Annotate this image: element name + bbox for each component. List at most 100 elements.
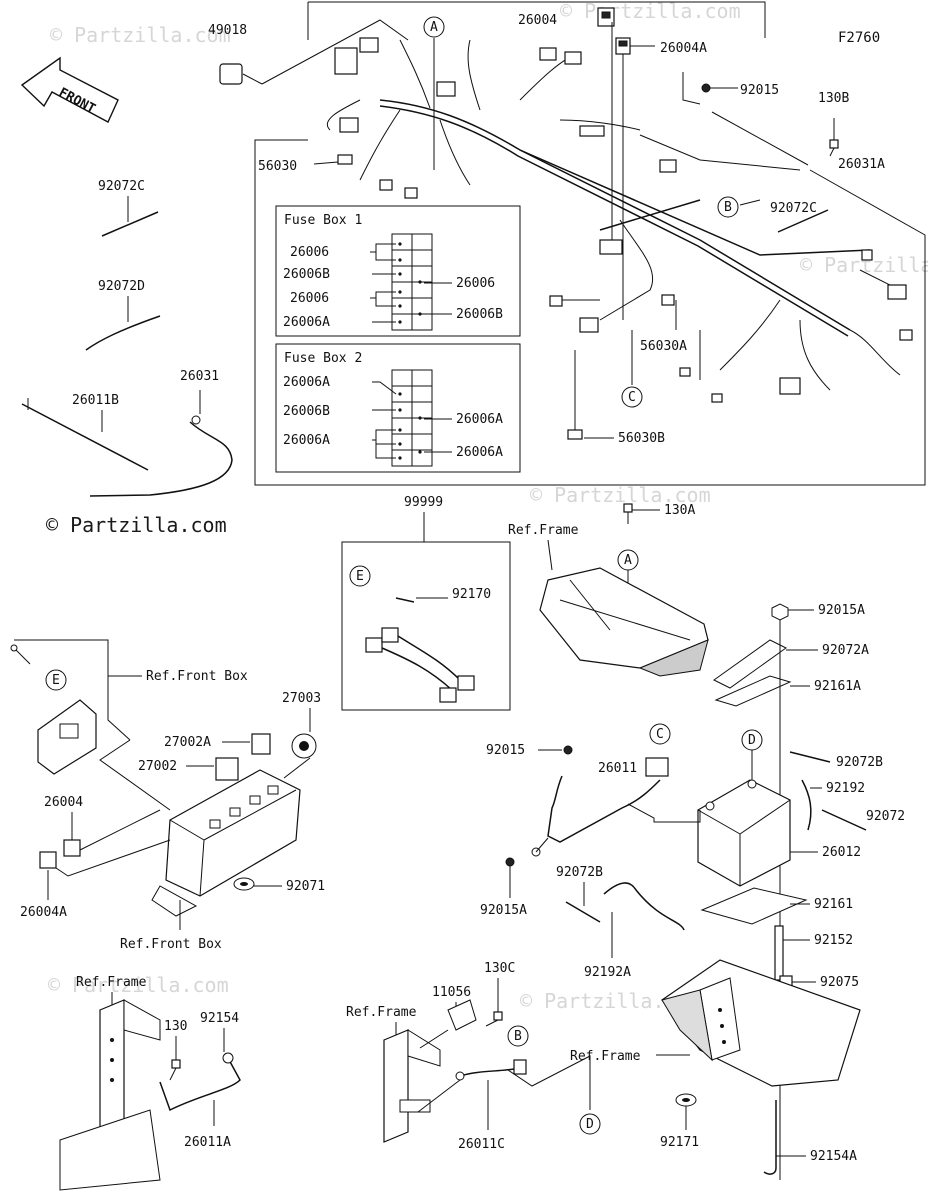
fuse-26004-icon	[63, 839, 81, 857]
pad-92161A-icon	[714, 675, 792, 707]
nut-92015A-icon	[505, 857, 515, 867]
label-26011C: 26011C	[458, 1137, 505, 1152]
label-92072D: 92072D	[98, 279, 145, 294]
callout-e: E	[349, 565, 371, 587]
bracket-11056-icon	[447, 999, 477, 1031]
nut-92015-icon	[701, 83, 711, 93]
grommet-92071-icon	[233, 877, 255, 891]
bolt-130A-icon	[623, 503, 633, 524]
svg-text:C: C	[656, 727, 664, 742]
label-92154: 92154	[200, 1011, 239, 1026]
fuse-box-2-left-2: 26006B	[283, 404, 330, 419]
kit-99999-box	[341, 541, 511, 711]
label-ref-frame-4: Ref.Frame	[570, 1049, 641, 1064]
label-26004A: 26004A	[660, 41, 707, 56]
label-26031A: 26031A	[838, 157, 885, 172]
cable-26011A-icon	[159, 1052, 241, 1112]
callout-d: D	[741, 729, 763, 751]
label-92072B-middle: 92072B	[556, 865, 603, 880]
label-27002: 27002	[138, 759, 177, 774]
label-26004: 26004	[518, 13, 557, 28]
label-26011A: 26011A	[184, 1135, 231, 1150]
label-92152: 92152	[814, 933, 853, 948]
sticker-56030B-icon	[567, 429, 583, 440]
svg-text:B: B	[724, 200, 732, 215]
harness-border	[308, 1, 766, 38]
cable-26011C-icon	[455, 1059, 527, 1081]
strap-92072-icon	[821, 809, 867, 831]
clamp-92072C-icon	[777, 209, 829, 233]
label-92015-middle: 92015	[486, 743, 525, 758]
label-26011: 26011	[598, 761, 637, 776]
cover-92192A-icon	[603, 882, 685, 931]
callout-e-front: E	[45, 669, 67, 691]
diagram-code: F2760	[838, 30, 880, 46]
frame-post-icon	[59, 999, 161, 1191]
frame-bracket-icon	[539, 567, 709, 677]
label-92072C: 92072C	[98, 179, 145, 194]
fuse-box-1-right-1: 26006	[456, 276, 495, 291]
fuse-box-1-right-2: 26006B	[456, 307, 503, 322]
fuse-box-2: Fuse Box 2 26006A 26006B 26006A 26006A 2…	[275, 343, 521, 473]
relay-27002-icon	[215, 757, 239, 781]
cable-26011B-icon	[21, 398, 149, 471]
callout-c: C	[621, 386, 643, 408]
bolt-130C-icon	[485, 1011, 503, 1027]
fuse-26004A-icon	[615, 37, 631, 55]
label-92192A: 92192A	[584, 965, 631, 980]
fuse-box-1-left-3: 26006	[290, 291, 329, 306]
label-92015A-right: 92015A	[818, 603, 865, 618]
label-92072: 92072	[866, 809, 905, 824]
bolt-icon	[10, 644, 31, 665]
clamp-92072B-icon	[565, 901, 601, 923]
bolt-130B-icon	[829, 139, 839, 157]
clamp-92072B-icon	[789, 751, 831, 763]
nut-92015-icon	[563, 745, 573, 755]
label-56030: 56030	[258, 159, 297, 174]
label-92015A-middle: 92015A	[480, 903, 527, 918]
label-56030B: 56030B	[618, 431, 665, 446]
fuse-box-2-left-1: 26006A	[283, 375, 330, 390]
svg-text:D: D	[586, 1117, 594, 1132]
label-92171: 92171	[660, 1135, 699, 1150]
label-92161: 92161	[814, 897, 853, 912]
fuse-26004A-icon	[39, 851, 57, 869]
label-92015: 92015	[740, 83, 779, 98]
module-icon	[37, 699, 97, 775]
battery-26012-icon	[697, 779, 791, 887]
rod-92152-icon	[774, 925, 784, 981]
bracket-92072A-icon	[713, 639, 787, 689]
label-56030A: 56030A	[640, 339, 687, 354]
callout-b-bottom: B	[507, 1025, 529, 1047]
fuse-box-2-right-1: 26006A	[456, 412, 503, 427]
fuse-box-1-left-2: 26006B	[283, 267, 330, 282]
clamp-92072C-icon	[101, 211, 159, 237]
label-26004A-left: 26004A	[20, 905, 67, 920]
connector-49018-icon	[219, 63, 243, 85]
clip-92171-icon	[675, 1093, 697, 1107]
label-92072A: 92072A	[822, 643, 869, 658]
battery-tray-icon	[661, 959, 861, 1087]
frame-post-icon	[383, 1029, 441, 1143]
label-92071: 92071	[286, 879, 325, 894]
watermark: © Partzilla.com	[50, 23, 231, 47]
label-130A: 130A	[664, 503, 695, 518]
svg-text:E: E	[356, 569, 364, 584]
label-27002A: 27002A	[164, 735, 211, 750]
callout-b: B	[717, 196, 739, 218]
svg-text:A: A	[624, 553, 632, 568]
svg-text:B: B	[514, 1029, 522, 1044]
callout-d-bottom: D	[579, 1113, 601, 1135]
fuse-box-assembly-icon	[151, 769, 301, 917]
label-49018: 49018	[208, 23, 247, 38]
label-92075: 92075	[820, 975, 859, 990]
watermark: © Partzilla.com	[560, 0, 741, 23]
rod-92154A-icon	[763, 1100, 777, 1175]
label-ref-front-box-2: Ref.Front Box	[120, 937, 222, 952]
fuse-box-1-left-1: 26006	[290, 245, 329, 260]
label-26012: 26012	[822, 845, 861, 860]
cable-26031-icon	[89, 390, 233, 497]
fuse-box-2-right-2: 26006A	[456, 445, 503, 460]
callout-a: A	[423, 16, 445, 38]
